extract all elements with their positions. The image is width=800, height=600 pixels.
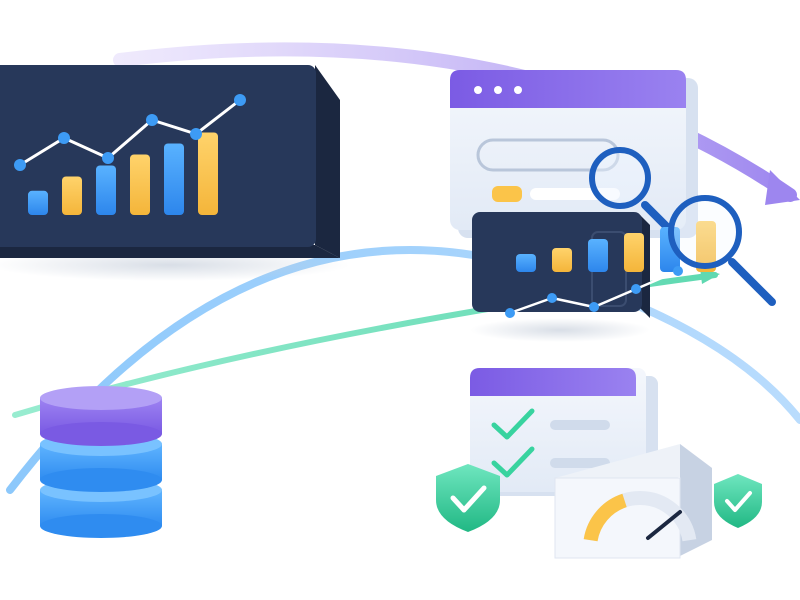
- mini-bar-2: [552, 248, 572, 272]
- mini-point-4: [631, 284, 641, 294]
- dashboard-point-6: [234, 94, 246, 106]
- dashboard-point-5: [190, 128, 202, 140]
- dashboard-chart-icon: [0, 65, 340, 258]
- check-mark-2: [491, 446, 535, 478]
- dashboard-point-1: [14, 159, 26, 171]
- browser-highlight-chip: [492, 186, 522, 202]
- gauge-needle: [646, 510, 682, 540]
- mini-chart-icon: [472, 212, 716, 318]
- shield-left-body: [436, 464, 500, 532]
- dashboard-bars: [28, 132, 218, 215]
- db-layer-top-base: [40, 422, 162, 446]
- mini-bar-3: [588, 239, 608, 272]
- mini-chart-shadow: [470, 318, 650, 342]
- browser-search-field: [476, 138, 620, 172]
- shield-left-check: [450, 485, 487, 513]
- mini-bar-6: [696, 221, 716, 272]
- magnifier-large-lens: [668, 195, 742, 269]
- dashboard-panel-side: [315, 65, 340, 258]
- mini-bar-5: [660, 227, 680, 272]
- browser-window-header: [450, 70, 686, 108]
- mini-bar-4: [624, 233, 644, 272]
- gauge-icon: [554, 444, 712, 559]
- check-mark-1: [491, 408, 535, 440]
- dashboard-bar-6: [198, 132, 218, 215]
- dashboard-point-3: [102, 152, 114, 164]
- db-layer-bottom-base: [40, 514, 162, 538]
- mini-bar-1: [516, 254, 536, 272]
- mini-point-5: [673, 266, 683, 276]
- mini-point-1: [505, 308, 515, 318]
- database-icon: [40, 386, 162, 538]
- purple-arc-arrowhead: [765, 170, 800, 205]
- gauge-fill: [583, 493, 628, 542]
- purple-arc: [113, 42, 797, 202]
- window-dot-3: [514, 86, 522, 94]
- dashboard-point-2: [58, 132, 70, 144]
- gauge-box-face: [554, 477, 681, 559]
- checklist-line-1: [550, 420, 610, 430]
- dashboard-bar-3: [96, 165, 116, 215]
- checklist-items: [491, 408, 535, 478]
- magnifier-lens: [589, 147, 651, 209]
- blue-arc: [6, 246, 800, 494]
- mini-point-3: [589, 302, 599, 312]
- magnifier-large-icon: [668, 195, 776, 306]
- mini-chart-line: [505, 266, 683, 318]
- window-dot-2: [494, 86, 502, 94]
- checklist-line-2: [550, 458, 610, 468]
- dashboard-bar-4: [130, 154, 150, 215]
- dashboard-bar-5: [164, 143, 184, 215]
- dashboard-bar-1: [28, 190, 48, 215]
- dashboard-trend-line: [19, 98, 241, 167]
- mini-chart-bars: [516, 221, 716, 272]
- dashboard-bar-2: [62, 176, 82, 215]
- db-layer-middle-base: [40, 468, 162, 492]
- shield-right-check: [725, 491, 752, 512]
- dashboard-line: [14, 94, 246, 171]
- shield-right-body: [714, 474, 762, 528]
- dashboard-point-4: [146, 114, 158, 126]
- db-layer-top-top: [40, 386, 162, 410]
- mini-point-2: [547, 293, 557, 303]
- magnifier-large-handle: [728, 258, 776, 306]
- dashboard-panel-face: [0, 65, 316, 247]
- shield-check-icon-right: [714, 474, 762, 528]
- dashboard-panel-bottom: [0, 245, 340, 258]
- window-dot-1: [474, 86, 482, 94]
- shield-check-icon: [436, 464, 500, 532]
- checklist-header: [470, 368, 636, 396]
